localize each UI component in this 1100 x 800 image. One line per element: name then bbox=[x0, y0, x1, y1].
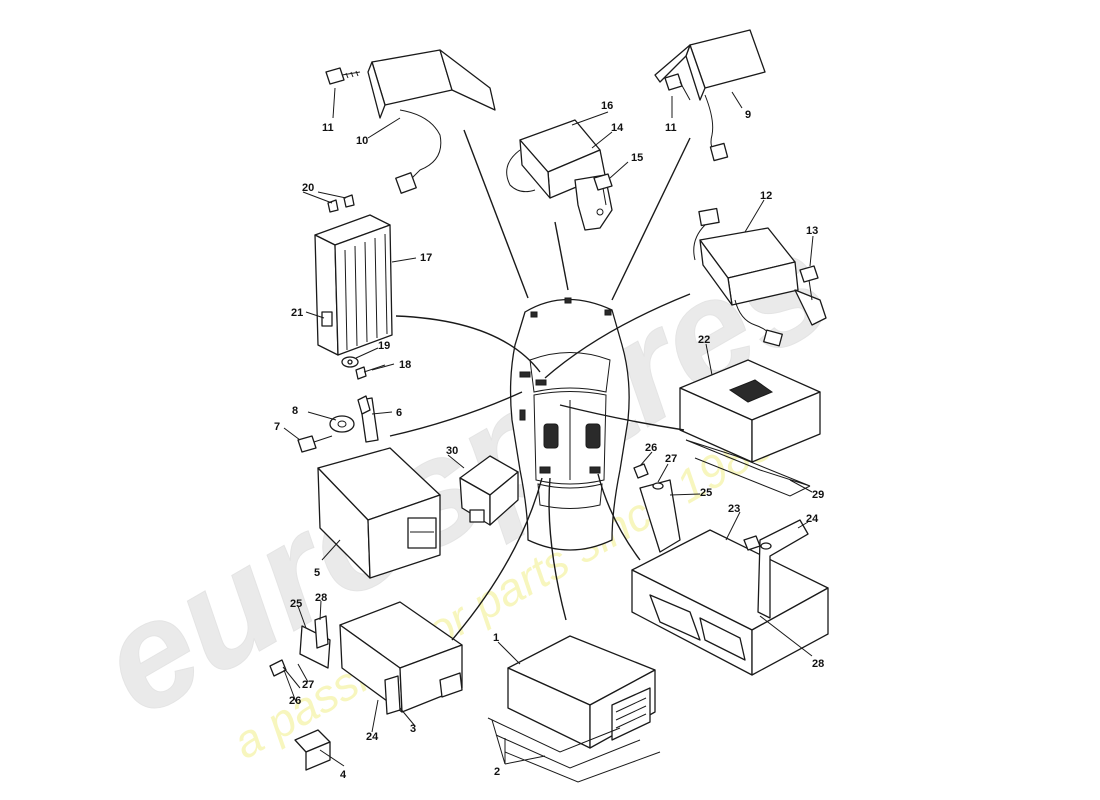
bolt-11-left bbox=[325, 67, 361, 85]
part-23-control-unit bbox=[631, 529, 829, 676]
clips-20 bbox=[327, 194, 355, 213]
callout-11-right: 11 bbox=[665, 122, 677, 134]
part-30-module bbox=[459, 455, 519, 526]
callout-11-left: 11 bbox=[322, 122, 334, 134]
callout-5: 5 bbox=[314, 567, 320, 579]
part-17-module bbox=[314, 214, 393, 356]
callout-26-left: 26 bbox=[289, 695, 301, 707]
part-14-sensor-center bbox=[506, 119, 613, 231]
washer-19-screw-18 bbox=[341, 356, 386, 380]
callout-16: 16 bbox=[601, 100, 613, 112]
callout-8: 8 bbox=[292, 405, 298, 417]
callout-18: 18 bbox=[399, 359, 411, 371]
car-marker-d bbox=[539, 466, 551, 474]
arrow-sensor-12 bbox=[544, 293, 691, 379]
arrow-bracket-6 bbox=[389, 391, 523, 437]
car-seat-left bbox=[543, 423, 559, 449]
car-top-view bbox=[509, 297, 630, 551]
callout-24-left: 24 bbox=[366, 731, 379, 743]
pads-2 bbox=[487, 717, 661, 783]
callout-3: 3 bbox=[410, 723, 416, 735]
callouts: 11 10 11 9 16 14 15 12 13 20 17 21 19 18… bbox=[274, 100, 824, 781]
callout-27-right: 27 bbox=[665, 453, 677, 465]
callout-27-left: 27 bbox=[302, 679, 314, 691]
car-rear-window bbox=[537, 483, 603, 509]
arrow-sensor-left bbox=[463, 129, 529, 299]
callout-23: 23 bbox=[728, 503, 740, 515]
callout-19: 19 bbox=[378, 340, 390, 352]
callout-13: 13 bbox=[806, 225, 818, 237]
callout-30: 30 bbox=[446, 445, 458, 457]
arrow-sensor-center bbox=[554, 221, 569, 291]
callout-6: 6 bbox=[396, 407, 402, 419]
car-seat-right bbox=[585, 423, 601, 449]
callout-26-right: 26 bbox=[645, 442, 657, 454]
car-marker-front-left bbox=[530, 311, 538, 318]
car-marker-front-center bbox=[564, 297, 572, 304]
bolt-13 bbox=[799, 265, 819, 301]
screw-26-left bbox=[269, 659, 301, 689]
arrow-sensor-right bbox=[611, 137, 691, 301]
car-cabin bbox=[533, 391, 607, 485]
callout-2: 2 bbox=[494, 766, 500, 778]
callout-12: 12 bbox=[760, 190, 772, 202]
callout-24-right: 24 bbox=[806, 513, 819, 525]
arrow-module-22 bbox=[559, 404, 685, 431]
callout-22: 22 bbox=[698, 334, 710, 346]
callout-29: 29 bbox=[812, 489, 824, 501]
callout-21: 21 bbox=[291, 307, 303, 319]
callout-15: 15 bbox=[631, 152, 643, 164]
pad-29 bbox=[685, 439, 811, 497]
part-10-sensor-left bbox=[367, 49, 496, 194]
callout-10: 10 bbox=[356, 135, 368, 147]
callout-17: 17 bbox=[420, 252, 432, 264]
callout-20: 20 bbox=[302, 182, 314, 194]
car-marker-e bbox=[589, 466, 601, 474]
callout-7: 7 bbox=[274, 421, 280, 433]
part-22-module bbox=[679, 359, 821, 463]
location-arrows bbox=[389, 129, 691, 641]
bracket-25-28-left bbox=[299, 615, 331, 669]
arrow-module-1 bbox=[548, 477, 567, 621]
car-marker-a bbox=[519, 371, 531, 378]
callout-1: 1 bbox=[493, 632, 499, 644]
callout-28-right: 28 bbox=[812, 658, 824, 670]
part-9-sensor-right bbox=[654, 29, 766, 162]
bolt-15 bbox=[593, 173, 613, 206]
clip-4 bbox=[294, 729, 331, 771]
washer-8 bbox=[329, 415, 355, 433]
bolt-7 bbox=[297, 435, 333, 453]
part-5-control-unit bbox=[317, 447, 441, 579]
callout-28-left: 28 bbox=[315, 592, 327, 604]
bracket-6 bbox=[357, 395, 379, 443]
arrow-module-17 bbox=[395, 315, 541, 373]
callout-4: 4 bbox=[340, 769, 347, 781]
bolt-11-right bbox=[664, 73, 691, 101]
callout-25-left: 25 bbox=[290, 598, 302, 610]
car-marker-b bbox=[535, 379, 547, 386]
leader-lines bbox=[283, 87, 814, 767]
callout-9: 9 bbox=[745, 109, 751, 121]
car-marker-c bbox=[519, 409, 526, 421]
part-1-module bbox=[507, 635, 656, 749]
bolt-near-23 bbox=[743, 535, 772, 551]
car-marker-front-right bbox=[604, 309, 612, 316]
part-3-control-unit bbox=[339, 601, 463, 715]
arrow-control-23 bbox=[597, 473, 641, 561]
arrow-control-3 bbox=[451, 477, 543, 641]
car-windscreen bbox=[529, 352, 611, 393]
callout-25-right: 25 bbox=[700, 487, 712, 499]
callout-14: 14 bbox=[611, 122, 624, 134]
